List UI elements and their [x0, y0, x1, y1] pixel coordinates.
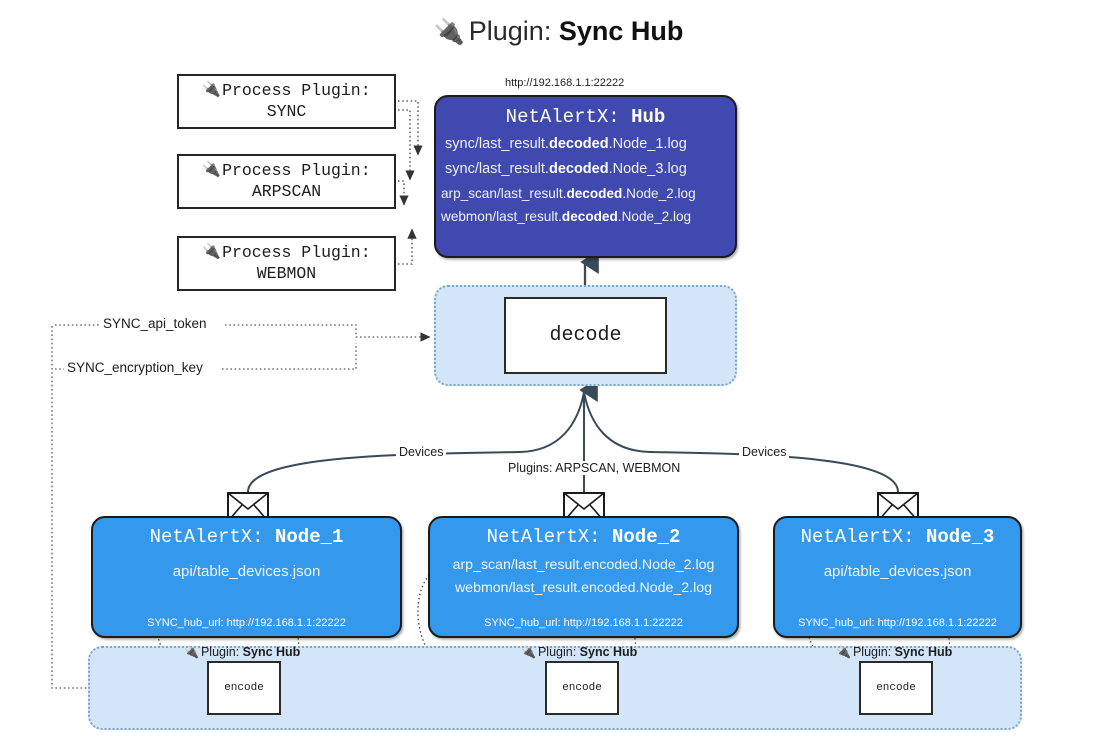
edge-label-devices-left: Devices	[396, 445, 447, 459]
sync-encryption-key-label: SYNC_encryption_key	[64, 360, 206, 375]
sync-api-token-label: SYNC_api_token	[100, 316, 210, 331]
edge-label-devices-right: Devices	[739, 445, 790, 459]
hub-url-label: http://192.168.1.1:22222	[505, 77, 625, 89]
log-pre: arp_scan/last_result.	[441, 185, 567, 201]
hub-log-line: arp_scan/last_result.decoded.Node_2.log	[436, 182, 735, 205]
node-hub-url: SYNC_hub_url: http://192.168.1.1:22222	[147, 617, 346, 629]
edge-sync-to-hub-2	[398, 109, 415, 181]
node-resource-line: api/table_devices.json	[172, 563, 321, 580]
node-resource-line: api/table_devices.json	[823, 563, 972, 580]
node-title-prefix: NetAlertX:	[486, 526, 601, 548]
plugin-tag-name: Sync Hub	[242, 645, 301, 659]
node-title-name: Node_3	[926, 526, 995, 548]
edge-node3-to-decode	[583, 391, 899, 493]
page-title-name: Sync Hub	[558, 16, 684, 46]
edge-api-token-to-decode	[225, 324, 431, 342]
page-title: 🔌Plugin: Sync Hub	[0, 16, 1117, 47]
encode-box-node-1[interactable]: encode	[207, 661, 281, 715]
edge-webmon-to-hub	[398, 228, 417, 265]
plug-icon: 🔌	[202, 81, 222, 99]
hub-title-name: Hub	[631, 106, 666, 128]
hub-title-prefix: NetAlertX:	[505, 106, 620, 128]
log-bold: decoded	[548, 160, 609, 177]
hub-log-line: sync/last_result.decoded.Node_3.log	[436, 157, 735, 182]
edge-label-plugins-center: Plugins: ARPSCAN, WEBMON	[505, 461, 684, 475]
decode-box[interactable]: decode	[504, 297, 667, 374]
plug-icon: 🔌	[202, 161, 222, 179]
log-bold: decoded	[561, 209, 618, 225]
log-pre: sync/last_result.	[445, 136, 549, 152]
hub-title: NetAlertX: Hub	[436, 106, 735, 128]
plugin-tag-prefix: Plugin:	[852, 645, 892, 659]
page-title-prefix: Plugin:	[468, 16, 552, 46]
process-plugin-name: ARPSCAN	[251, 181, 322, 201]
edge-sync-to-hub-1	[398, 100, 423, 156]
hub-log-line: sync/last_result.decoded.Node_1.log	[436, 132, 735, 157]
node-title-name: Node_2	[612, 526, 681, 548]
process-plugin-label: Process Plugin:	[222, 80, 371, 100]
node-box-node-3[interactable]: NetAlertX: Node_3 api/table_devices.json…	[773, 516, 1022, 638]
log-pre: sync/last_result.	[445, 160, 549, 177]
encoder-plugin-tag-2: 🔌 Plugin: Sync Hub	[521, 645, 637, 659]
log-post: .Node_1.log	[608, 136, 687, 152]
process-plugin-sync[interactable]: 🔌Process Plugin: SYNC	[177, 74, 396, 129]
plug-icon: 🔌	[836, 645, 851, 659]
node-title-name: Node_1	[275, 526, 344, 548]
log-bold: decoded	[566, 185, 623, 201]
plug-icon: 🔌	[433, 18, 465, 46]
edge-enc-key-up	[222, 343, 357, 370]
node-hub-url: SYNC_hub_url: http://192.168.1.1:22222	[484, 617, 683, 629]
encoder-plugin-tag-1: 🔌 Plugin: Sync Hub	[184, 645, 300, 659]
plug-icon: 🔌	[202, 243, 222, 261]
encoder-plugin-tag-3: 🔌 Plugin: Sync Hub	[836, 645, 952, 659]
node-title-prefix: NetAlertX:	[149, 526, 264, 548]
plugin-tag-prefix: Plugin:	[537, 645, 577, 659]
edge-node1-to-decode	[247, 391, 585, 493]
node-title-prefix: NetAlertX:	[800, 526, 915, 548]
log-pre: webmon/last_result.	[441, 209, 562, 225]
node-title: NetAlertX: Node_2	[430, 526, 737, 548]
node-box-node-2[interactable]: NetAlertX: Node_2 arp_scan/last_result.e…	[428, 516, 739, 638]
plug-icon: 🔌	[184, 645, 199, 659]
process-plugin-name: SYNC	[266, 101, 307, 121]
process-plugin-arpscan[interactable]: 🔌Process Plugin: ARPSCAN	[177, 154, 396, 209]
node-title: NetAlertX: Node_3	[775, 526, 1020, 548]
node-box-node-1[interactable]: NetAlertX: Node_1 api/table_devices.json…	[91, 516, 402, 638]
plugin-tag-prefix: Plugin:	[200, 645, 240, 659]
log-bold: decoded	[548, 136, 609, 152]
node-resource-line: webmon/last_result.encoded.Node_2.log	[454, 580, 713, 596]
process-plugin-label: Process Plugin:	[222, 160, 371, 180]
encode-box-node-3[interactable]: encode	[859, 661, 933, 715]
process-plugin-name: WEBMON	[256, 263, 317, 283]
node-resource-line: arp_scan/last_result.encoded.Node_2.log	[452, 557, 715, 573]
log-post: .Node_3.log	[608, 160, 687, 177]
hub-box[interactable]: NetAlertX: Hub sync/last_result.decoded.…	[434, 95, 737, 258]
plugin-tag-name: Sync Hub	[579, 645, 638, 659]
node-hub-url: SYNC_hub_url: http://192.168.1.1:22222	[798, 617, 997, 629]
encode-box-node-2[interactable]: encode	[545, 661, 619, 715]
log-post: .Node_2.log	[622, 185, 696, 201]
plug-icon: 🔌	[521, 645, 536, 659]
hub-log-line: webmon/last_result.decoded.Node_2.log	[436, 205, 735, 228]
log-post: .Node_2.log	[617, 209, 692, 225]
edge-arpscan-to-hub	[398, 180, 409, 206]
process-plugin-label: Process Plugin:	[222, 242, 371, 262]
plugin-tag-name: Sync Hub	[894, 645, 953, 659]
process-plugin-webmon[interactable]: 🔌Process Plugin: WEBMON	[177, 236, 396, 291]
node-title: NetAlertX: Node_1	[93, 526, 400, 548]
